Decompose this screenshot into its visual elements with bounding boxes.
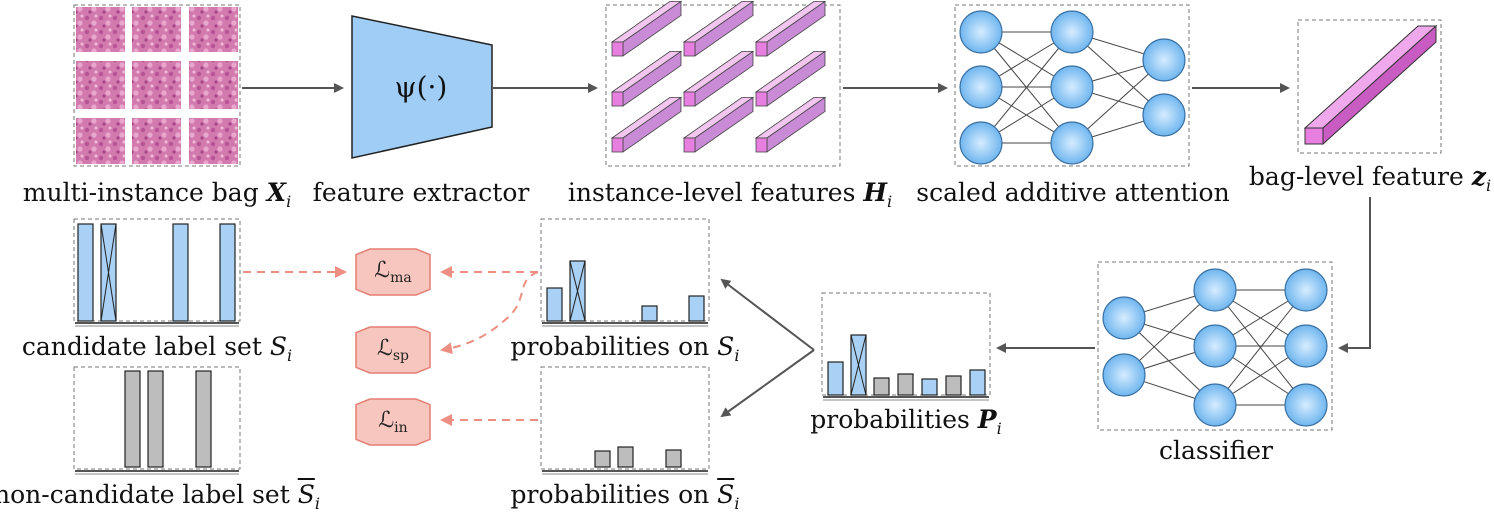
dash-arrow-prob-to-lsp — [440, 271, 539, 355]
bar — [921, 378, 938, 396]
arrow-bag-feature-to-classifier — [1338, 197, 1371, 353]
bar — [641, 305, 658, 322]
instance-feature-prisms — [610, 0, 827, 153]
extractor-function: ψ(·) — [394, 70, 448, 104]
bar — [617, 446, 634, 468]
bar — [945, 375, 962, 396]
prob-noncandidate-box — [540, 366, 710, 470]
prob-noncandidate-label: probabilities on Si — [510, 480, 740, 513]
bar — [873, 377, 890, 396]
network-node — [1284, 324, 1328, 368]
feature-prism — [754, 50, 827, 107]
noncandidate-set-box — [73, 366, 241, 470]
network-node — [959, 10, 1003, 54]
network-node — [1193, 268, 1237, 312]
prob-candidate-box — [540, 218, 710, 322]
network-node — [1050, 121, 1094, 165]
bag-label: multi-instance bag Xi — [22, 178, 292, 211]
feature-prism — [610, 96, 683, 153]
arrow-probabilities-to-noncandidate — [720, 349, 815, 418]
network-node — [1050, 10, 1094, 54]
bag-feature-box — [1297, 19, 1442, 154]
candidate-set-label: candidate label set Si — [21, 332, 293, 365]
probabilities-label: probabilities Pi — [810, 405, 1002, 438]
bar — [219, 223, 236, 322]
classifier-label: classifier — [1159, 436, 1273, 465]
noncandidate-set-label: non-candidate label set Si — [0, 480, 320, 513]
feature-prism — [754, 96, 827, 153]
network-node — [1284, 268, 1328, 312]
bar — [195, 370, 212, 468]
noncandidate-set-bars — [124, 370, 212, 468]
network-node — [1102, 296, 1146, 340]
attention-box — [954, 4, 1190, 167]
network-node — [959, 65, 1003, 109]
loss-nodes — [355, 248, 431, 446]
classifier-network — [1102, 268, 1328, 427]
bar — [77, 223, 94, 322]
network-node — [959, 121, 1003, 165]
feature-prism — [682, 96, 755, 153]
bag-feature-prism — [1303, 24, 1438, 146]
feature-extractor-shape — [351, 15, 493, 159]
feature-prism — [682, 50, 755, 107]
candidate-set-bars — [77, 223, 236, 322]
network-node — [1193, 383, 1237, 427]
bar — [594, 450, 611, 468]
network-node — [1142, 93, 1186, 137]
bar — [124, 370, 141, 468]
extractor-label: feature extractor — [312, 178, 530, 207]
prob-noncandidate-bars — [594, 446, 682, 468]
loss-in-node — [355, 398, 431, 446]
bar — [665, 449, 682, 468]
feature-prism — [682, 0, 755, 57]
instance-features-box — [605, 4, 841, 167]
loss-in-label: ℒin — [378, 408, 408, 436]
attention-label: scaled additive attention — [916, 178, 1230, 207]
bar — [172, 223, 189, 322]
attention-network — [959, 10, 1186, 165]
network-node — [1193, 324, 1237, 368]
bar — [897, 373, 914, 396]
loss-sp-node — [355, 326, 431, 374]
network-node — [1102, 353, 1146, 397]
bar — [688, 295, 705, 322]
loss-ma-node — [355, 248, 431, 296]
network-node — [1050, 65, 1094, 109]
bar — [827, 361, 844, 396]
feature-prism — [754, 0, 827, 57]
network-node — [1142, 38, 1186, 82]
loss-sp-label: ℒsp — [376, 336, 410, 364]
bar — [147, 370, 164, 468]
probabilities-bars — [827, 334, 986, 396]
candidate-set-box — [73, 218, 241, 322]
classifier-box — [1097, 261, 1333, 431]
bar — [969, 369, 986, 396]
prob-candidate-label: probabilities on Si — [510, 332, 740, 365]
feature-prism — [610, 0, 683, 57]
arrow-probabilities-to-candidate — [720, 278, 815, 351]
feature-prism — [610, 50, 683, 107]
loss-ma-label: ℒma — [374, 258, 412, 286]
bar — [546, 287, 563, 322]
instance-features-label: instance-level features Hi — [567, 178, 893, 211]
prob-candidate-bars — [546, 260, 705, 322]
network-node — [1284, 383, 1328, 427]
bag-image-grid — [73, 4, 241, 167]
bag-feature-label: bag-level feature zi — [1248, 162, 1492, 195]
